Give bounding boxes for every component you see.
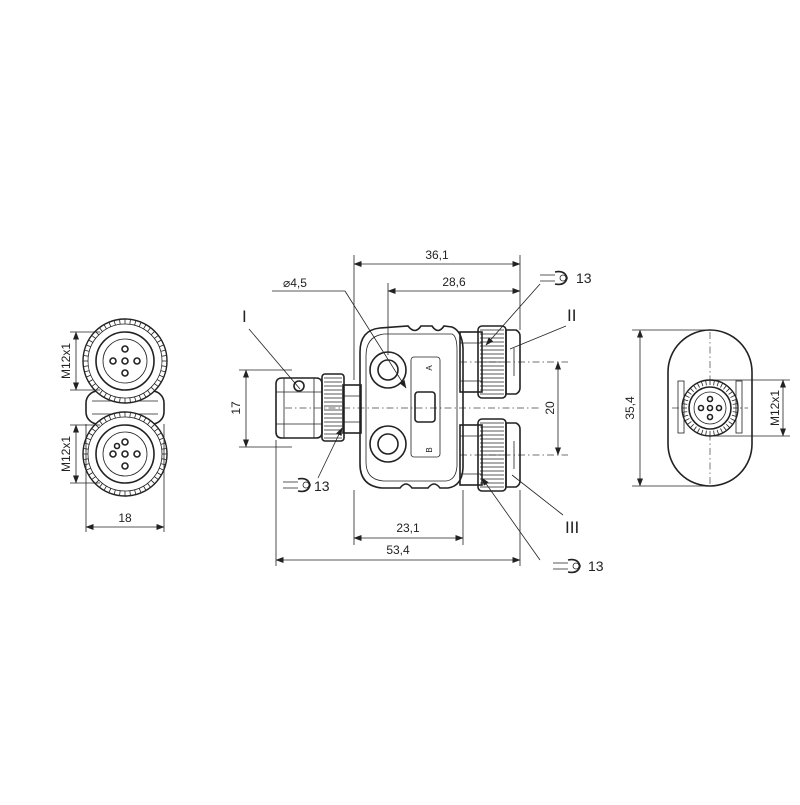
port-label-input: I (242, 307, 247, 326)
output-connector-b (459, 418, 521, 492)
dim-width-inner: 28,6 (442, 275, 466, 289)
mounting-hole-bottom (369, 425, 407, 463)
side-thread-top-label: M12x1 (59, 343, 73, 379)
input-connector (275, 373, 345, 442)
port-label-a: II (567, 306, 576, 325)
mounting-hole-top (369, 351, 407, 389)
dim-spacing: 20 (543, 401, 557, 415)
side-connector-bottom (82, 411, 168, 497)
dim-width-total: 36,1 (425, 248, 449, 262)
dim-hole-diameter: ⌀4,5 (283, 276, 307, 290)
wrench-size-top: 13 (576, 270, 592, 286)
wrench-icon (283, 477, 311, 493)
side-thread-bottom-label: M12x1 (59, 436, 73, 472)
end-view: 35,4 M12x1 (623, 329, 790, 487)
wrench-size-bottom: 13 (588, 558, 604, 574)
side-view: M12x1 M12x1 18 (59, 318, 168, 532)
front-view: A B (229, 248, 604, 574)
dim-body-width: 23,1 (396, 521, 420, 535)
side-connector-top (82, 318, 168, 404)
dim-length-total: 53,4 (386, 543, 410, 557)
front-body (359, 325, 464, 489)
mark-a: A (425, 365, 434, 371)
label-recess (410, 356, 441, 458)
end-connector (681, 379, 739, 437)
output-connector-a (459, 325, 521, 399)
side-width-label: 18 (118, 511, 132, 525)
mark-b: B (425, 447, 434, 452)
wrench-icon (553, 558, 581, 574)
dim-height-left: 17 (229, 401, 243, 415)
port-label-b: III (565, 518, 579, 537)
wrench-size-left: 13 (314, 478, 330, 494)
wrench-icon (540, 270, 568, 286)
end-height-label: 35,4 (623, 396, 637, 420)
end-thread-label: M12x1 (768, 390, 782, 426)
